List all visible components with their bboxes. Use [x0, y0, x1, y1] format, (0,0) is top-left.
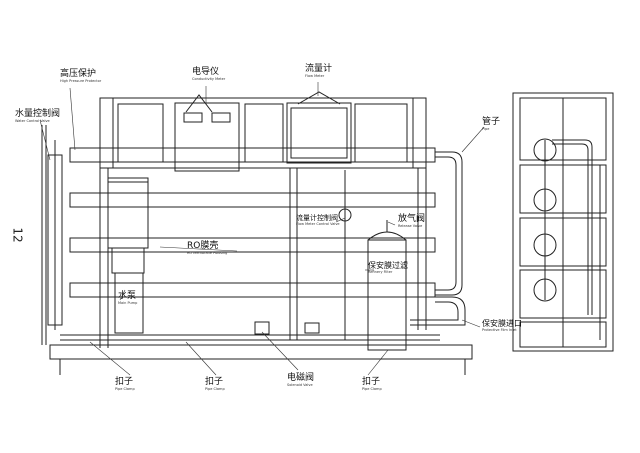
side-view-frame — [512, 92, 614, 352]
base — [49, 344, 473, 360]
conductivity-meter-panel — [174, 102, 240, 172]
page-number: 12 — [10, 227, 25, 243]
flow-meter-panel — [286, 102, 352, 164]
frame-top-panel — [99, 97, 427, 169]
ro-tube-3 — [69, 237, 436, 253]
ro-tube-1 — [69, 147, 436, 163]
ro-tube-2 — [69, 192, 436, 208]
safety-filter-body — [367, 239, 407, 351]
